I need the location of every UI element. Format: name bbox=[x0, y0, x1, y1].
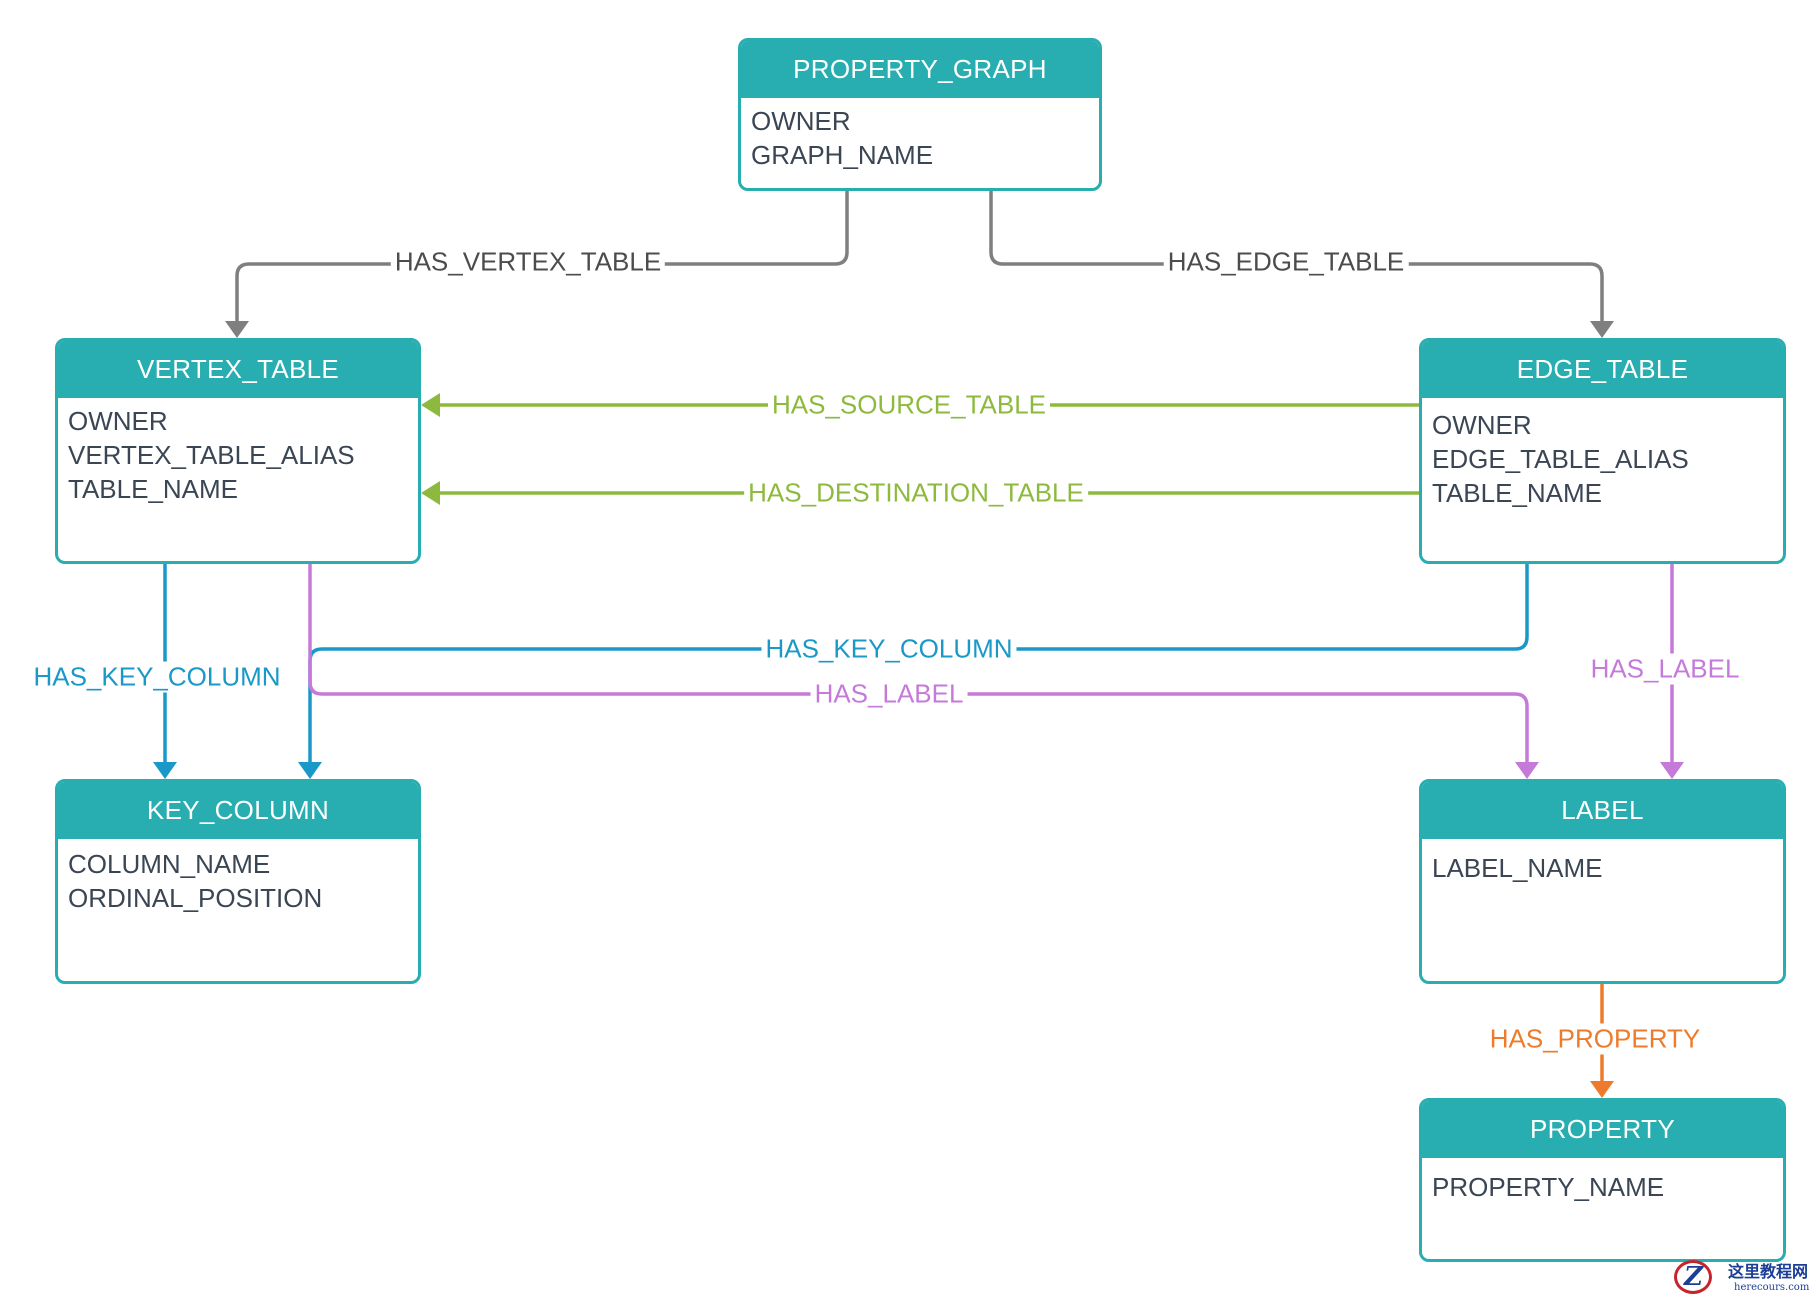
arrowhead-has-vertex-table bbox=[225, 321, 249, 338]
relationship-label-has-label-vertex: HAS_LABEL bbox=[810, 678, 968, 710]
entity-title: VERTEX_TABLE bbox=[58, 341, 418, 398]
relationship-label-has-key-column-edge: HAS_KEY_COLUMN bbox=[761, 633, 1017, 665]
field-owner: OWNER bbox=[68, 406, 168, 436]
entity-title: LABEL bbox=[1422, 782, 1783, 839]
entity-key-column: KEY_COLUMN COLUMN_NAME ORDINAL_POSITION bbox=[55, 779, 421, 984]
arrowhead-has-edge-table bbox=[1590, 321, 1614, 338]
relationship-label-has-property: HAS_PROPERTY bbox=[1485, 1023, 1705, 1055]
field-column-name: COLUMN_NAME bbox=[68, 849, 271, 879]
arrowhead-has-property bbox=[1590, 1081, 1614, 1098]
field-graph-name: GRAPH_NAME bbox=[751, 140, 934, 170]
relationship-label-has-source-table: HAS_SOURCE_TABLE bbox=[767, 389, 1051, 421]
field-property-name: PROPERTY_NAME bbox=[1432, 1172, 1665, 1202]
entity-edge-table: EDGE_TABLE OWNER EDGE_TABLE_ALIAS TABLE_… bbox=[1419, 338, 1786, 564]
arrowhead-has-label-edge bbox=[1660, 762, 1684, 779]
field-owner: OWNER bbox=[1432, 410, 1532, 440]
entity-fields: OWNER EDGE_TABLE_ALIAS TABLE_NAME bbox=[1422, 398, 1783, 516]
arrowhead-has-source-table bbox=[421, 393, 440, 417]
field-table-name: TABLE_NAME bbox=[1432, 478, 1603, 508]
field-owner: OWNER bbox=[751, 106, 851, 136]
watermark-letter: Z bbox=[1684, 1262, 1703, 1292]
entity-fields: LABEL_NAME bbox=[1422, 839, 1783, 891]
entity-fields: PROPERTY_NAME bbox=[1422, 1158, 1783, 1210]
relationship-label-has-destination-table: HAS_DESTINATION_TABLE bbox=[744, 477, 1088, 509]
relationship-label-has-vertex-table: HAS_VERTEX_TABLE bbox=[390, 246, 666, 278]
entity-title: EDGE_TABLE bbox=[1422, 341, 1783, 398]
watermark-logo: Z 这里教程网 herecours.com bbox=[1670, 1258, 1810, 1298]
entity-title: KEY_COLUMN bbox=[58, 782, 418, 839]
relationship-label-has-label-edge: HAS_LABEL bbox=[1586, 653, 1744, 685]
entity-fields: COLUMN_NAME ORDINAL_POSITION bbox=[58, 839, 418, 921]
entity-property: PROPERTY PROPERTY_NAME bbox=[1419, 1098, 1786, 1262]
watermark-ring-icon bbox=[1674, 1260, 1712, 1294]
entity-fields: OWNER GRAPH_NAME bbox=[741, 98, 1099, 178]
arrowhead-has-destination-table bbox=[421, 481, 440, 505]
field-ordinal-position: ORDINAL_POSITION bbox=[68, 883, 323, 913]
entity-title: PROPERTY_GRAPH bbox=[741, 41, 1099, 98]
field-table-name: TABLE_NAME bbox=[68, 474, 239, 504]
arrowhead-has-label-vertex bbox=[1515, 762, 1539, 779]
arrowhead-has-key-column-vertex bbox=[153, 762, 177, 779]
entity-title: PROPERTY bbox=[1422, 1101, 1783, 1158]
field-vertex-table-alias: VERTEX_TABLE_ALIAS bbox=[68, 440, 355, 470]
field-edge-table-alias: EDGE_TABLE_ALIAS bbox=[1432, 444, 1689, 474]
watermark-text: 这里教程网 bbox=[1728, 1262, 1809, 1281]
relationship-label-has-edge-table: HAS_EDGE_TABLE bbox=[1163, 246, 1409, 278]
field-label-name: LABEL_NAME bbox=[1432, 853, 1603, 883]
entity-vertex-table: VERTEX_TABLE OWNER VERTEX_TABLE_ALIAS TA… bbox=[55, 338, 421, 564]
entity-property-graph: PROPERTY_GRAPH OWNER GRAPH_NAME bbox=[738, 38, 1102, 191]
relationship-label-has-key-column-vertex: HAS_KEY_COLUMN bbox=[29, 661, 285, 693]
watermark-url: herecours.com bbox=[1734, 1282, 1810, 1293]
arrowhead-has-key-column-edge bbox=[298, 762, 322, 779]
entity-label: LABEL LABEL_NAME bbox=[1419, 779, 1786, 984]
entity-fields: OWNER VERTEX_TABLE_ALIAS TABLE_NAME bbox=[58, 398, 418, 512]
